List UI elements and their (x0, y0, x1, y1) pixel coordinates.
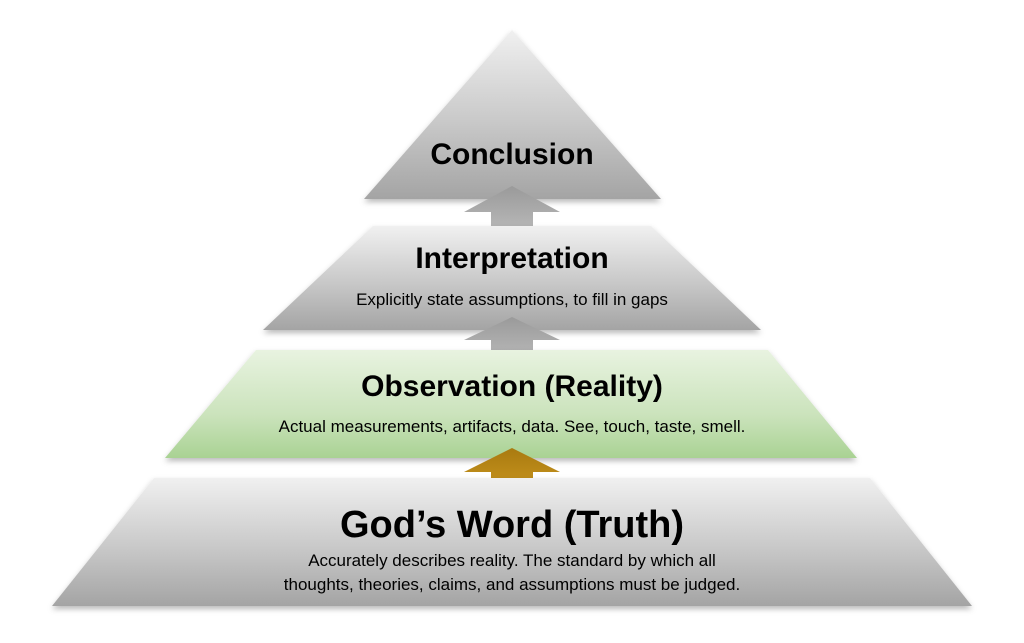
tier-observation (165, 350, 857, 458)
gods-word-description-line-2: thoughts, theories, claims, and assumpti… (284, 575, 740, 594)
gods-word-description-line-1: Accurately describes reality. The standa… (308, 551, 716, 570)
tier-interpretation (263, 226, 761, 330)
interpretation-description: Explicitly state assumptions, to fill in… (356, 290, 668, 309)
conclusion-title: Conclusion (430, 138, 593, 171)
tier-gods-word (52, 478, 972, 606)
observation-title: Observation (Reality) (361, 370, 663, 403)
arrow-up-icon (464, 317, 560, 360)
interpretation-title: Interpretation (415, 242, 608, 275)
observation-description: Actual measurements, artifacts, data. Se… (279, 417, 746, 436)
gods-word-title: God’s Word (Truth) (340, 504, 684, 546)
tier-conclusion (364, 30, 661, 199)
arrow-up-icon (464, 186, 560, 232)
arrow-up-icon (464, 448, 560, 492)
